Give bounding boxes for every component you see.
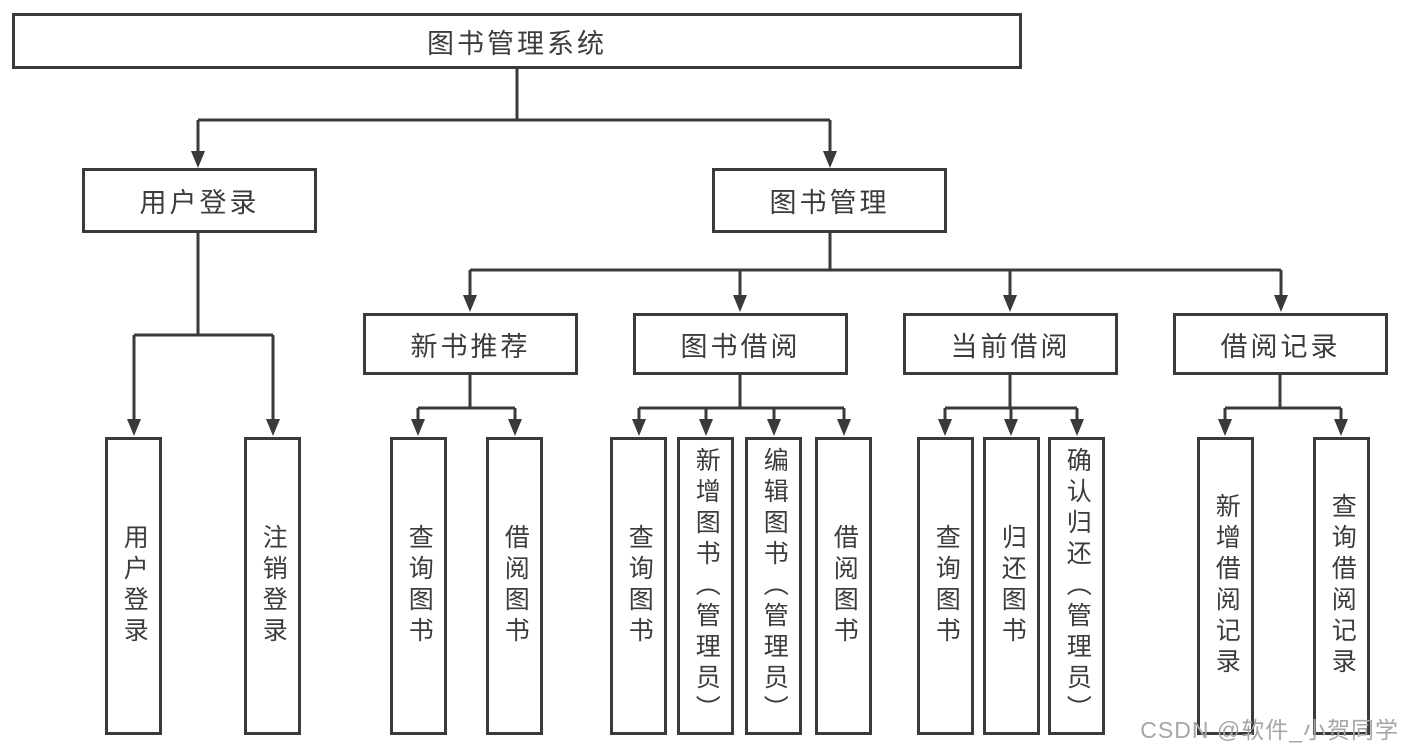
- leaf-borrow-book: 借阅图书: [815, 437, 872, 735]
- leaf-recommend-query-book: 查询图书: [390, 437, 447, 735]
- leaf-edit-book-admin: 编辑图书（管理员）: [745, 437, 802, 735]
- node-user-login: 用户登录: [82, 168, 317, 233]
- node-root: 图书管理系统: [12, 13, 1022, 69]
- node-book-borrow-label: 图书借阅: [680, 331, 801, 362]
- leaf-edit-book-admin-label: 编辑图书（管理员）: [760, 446, 789, 726]
- csdn-watermark: CSDN @软件_小贺同学: [1140, 717, 1399, 743]
- leaf-add-book-admin: 新增图书（管理员）: [677, 437, 734, 735]
- leaf-add-borrow-record: 新增借阅记录: [1197, 437, 1254, 735]
- leaf-user-login: 用户登录: [105, 437, 162, 735]
- leaf-borrow-book-label: 借阅图书: [830, 524, 859, 648]
- leaf-current-query-book: 查询图书: [917, 437, 974, 735]
- node-root-label: 图书管理系统: [427, 28, 607, 59]
- leaf-borrow-query-book-label: 查询图书: [625, 524, 654, 648]
- leaf-add-borrow-record-label: 新增借阅记录: [1212, 493, 1241, 679]
- leaf-query-borrow-record-label: 查询借阅记录: [1328, 493, 1357, 679]
- node-current-borrow-label: 当前借阅: [950, 331, 1071, 362]
- leaf-confirm-return-admin: 确认归还（管理员）: [1048, 437, 1105, 735]
- leaf-logout: 注销登录: [244, 437, 301, 735]
- leaf-user-login-label: 用户登录: [120, 524, 149, 648]
- node-borrow-records: 借阅记录: [1173, 313, 1388, 375]
- node-current-borrow: 当前借阅: [903, 313, 1118, 375]
- node-borrow-records-label: 借阅记录: [1220, 331, 1341, 362]
- node-new-book-recommend-label: 新书推荐: [410, 331, 531, 362]
- leaf-borrow-query-book: 查询图书: [610, 437, 667, 735]
- leaf-return-book: 归还图书: [983, 437, 1040, 735]
- leaf-recommend-query-book-label: 查询图书: [405, 524, 434, 648]
- leaf-recommend-borrow-book: 借阅图书: [486, 437, 543, 735]
- node-book-management-label: 图书管理: [769, 188, 890, 218]
- node-user-login-label: 用户登录: [139, 188, 260, 218]
- leaf-logout-label: 注销登录: [259, 524, 288, 648]
- leaf-return-book-label: 归还图书: [998, 524, 1027, 648]
- leaf-recommend-borrow-book-label: 借阅图书: [501, 524, 530, 648]
- node-book-borrow: 图书借阅: [633, 313, 848, 375]
- leaf-add-book-admin-label: 新增图书（管理员）: [692, 446, 721, 726]
- node-new-book-recommend: 新书推荐: [363, 313, 578, 375]
- leaf-confirm-return-admin-label: 确认归还（管理员）: [1063, 446, 1092, 726]
- node-book-management: 图书管理: [712, 168, 947, 233]
- leaf-current-query-book-label: 查询图书: [932, 524, 961, 648]
- leaf-query-borrow-record: 查询借阅记录: [1313, 437, 1370, 735]
